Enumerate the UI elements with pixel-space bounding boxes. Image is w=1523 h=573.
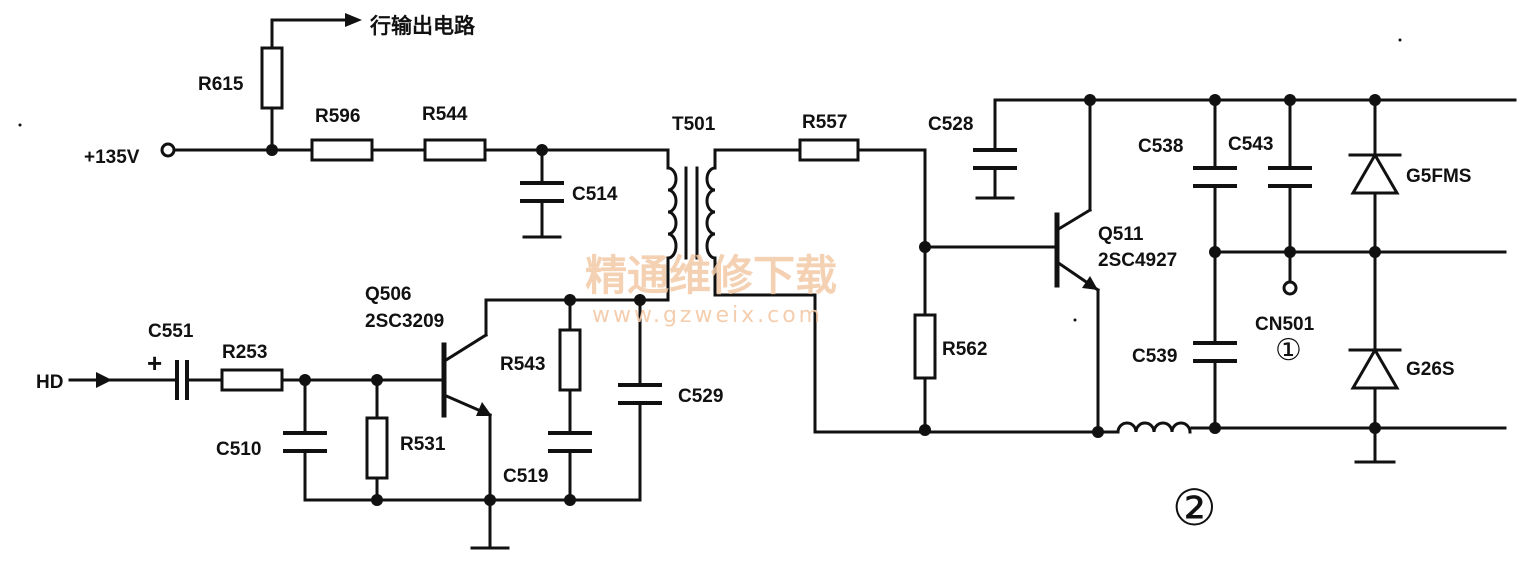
label-c529: C529: [678, 386, 723, 407]
label-c539: C539: [1132, 346, 1177, 367]
label-circle-1: ①: [1275, 333, 1302, 368]
resistor-r543: [558, 328, 582, 392]
capacitors: [175, 148, 1312, 453]
label-c551: C551: [148, 321, 194, 342]
label-135v: +135V: [84, 147, 140, 168]
label-q506: Q506: [365, 284, 411, 305]
label-r253: R253: [222, 342, 267, 363]
label-r562: R562: [942, 339, 987, 360]
transistor-q506: [441, 342, 492, 418]
watermark-title: 精通维修下载: [585, 251, 837, 300]
terminal-135v: [160, 142, 176, 158]
label-r531: R531: [400, 434, 446, 455]
label-c543: C543: [1228, 134, 1273, 155]
capacitor-c514: [520, 181, 564, 203]
capacitor-c551: [175, 360, 189, 400]
diode-g5fms: [1348, 152, 1402, 195]
capacitor-c510: [283, 431, 327, 453]
label-r543: R543: [500, 354, 545, 375]
capacitor-c528: [973, 148, 1017, 170]
wiring: [173, 18, 1517, 464]
capacitor-c519: [548, 431, 592, 453]
resistor-r253: [220, 368, 284, 392]
label-c538: C538: [1138, 136, 1183, 157]
label-c510: C510: [216, 439, 261, 460]
label-g5fms: G5FMS: [1406, 166, 1471, 187]
capacitor-c543: [1268, 166, 1312, 188]
label-line-output: 行输出电路: [369, 14, 476, 38]
label-cn501: CN501: [1255, 314, 1315, 335]
resistor-r531: [365, 416, 389, 480]
terminal-cn501: [1282, 280, 1298, 296]
capacitor-c529: [618, 383, 662, 405]
label-r615: R615: [198, 74, 244, 95]
arrow-line-output: [345, 13, 362, 27]
resistor-r562: [913, 313, 937, 380]
transistor-q511: [1054, 212, 1101, 293]
scan-specks: [18, 38, 1402, 322]
label-c514: C514: [572, 184, 618, 205]
resistor-r557: [798, 138, 860, 162]
label-plus: +: [147, 348, 162, 378]
label-c528: C528: [928, 114, 973, 135]
inductor: [1116, 421, 1192, 434]
label-r557: R557: [802, 112, 847, 133]
resistors: [220, 46, 937, 480]
resistor-r544: [423, 138, 487, 162]
label-g26s: G26S: [1406, 359, 1455, 380]
label-r596: R596: [315, 106, 360, 127]
label-hd: HD: [36, 372, 63, 393]
resistor-r596: [310, 138, 374, 162]
capacitor-c539: [1193, 341, 1237, 363]
transformer-t501: [666, 166, 717, 260]
junction-dots: [266, 94, 1381, 506]
watermark-url: www.gzweix.com: [592, 303, 823, 328]
label-r544: R544: [422, 104, 468, 125]
label-q511: Q511: [1098, 224, 1144, 245]
label-c519: C519: [503, 466, 548, 487]
capacitor-c538: [1193, 166, 1237, 188]
label-q506-type: 2SC3209: [365, 311, 444, 332]
resistor-r615: [260, 46, 284, 110]
component-labels: 行输出电路 R615 R596 R544 T501 R557 C528 C538…: [36, 14, 1471, 537]
arrow-hd-input: [96, 372, 112, 388]
label-circle-2: ②: [1172, 479, 1217, 537]
label-t501: T501: [672, 114, 716, 135]
label-q511-type: 2SC4927: [1098, 250, 1177, 271]
diode-g26s: [1348, 347, 1402, 390]
